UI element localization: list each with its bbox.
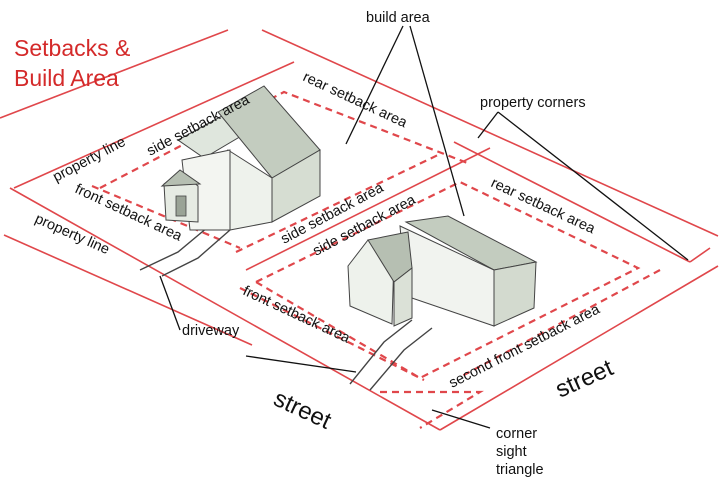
driveway-left-edge-1 bbox=[139, 221, 215, 271]
property-corners-leader-1 bbox=[477, 111, 499, 139]
corner-sight-label-1: corner bbox=[496, 426, 537, 442]
rear-corner-line bbox=[453, 141, 691, 263]
build-area-leader-left bbox=[345, 25, 404, 145]
property-corners-label: property corners bbox=[480, 95, 586, 111]
build-area-label: build area bbox=[366, 10, 431, 26]
rear-setback-left-label: rear setback area bbox=[300, 69, 410, 132]
title-line-2: Build Area bbox=[14, 65, 119, 91]
driveway-right-edge-1 bbox=[349, 319, 413, 385]
top-property-line-extension bbox=[0, 29, 229, 119]
corner-sight-leader bbox=[431, 409, 491, 429]
driveway-label: driveway bbox=[182, 323, 240, 339]
driveway-left-edge-2 bbox=[161, 229, 231, 277]
right-street-edge bbox=[439, 265, 719, 431]
property-corners-leader-2 bbox=[497, 111, 689, 261]
right-corner-tick bbox=[689, 247, 711, 263]
front-property-line bbox=[9, 187, 441, 431]
driveway-right-edge-2 bbox=[369, 327, 433, 391]
left-lot-back-line bbox=[13, 61, 295, 189]
corner-sight-label-2: sight bbox=[496, 444, 527, 460]
house-icon bbox=[347, 215, 538, 327]
rear-property-line bbox=[261, 29, 719, 237]
title-line-1: Setbacks & bbox=[14, 35, 130, 61]
left-lot-front-setback bbox=[91, 184, 241, 250]
street-left-label: street bbox=[269, 385, 335, 435]
driveway-leader-right bbox=[245, 355, 357, 373]
driveways bbox=[139, 221, 433, 391]
build-area-leader-right bbox=[409, 25, 465, 217]
property-line-top-label: property line bbox=[50, 134, 128, 186]
street-right-label: street bbox=[551, 354, 617, 403]
driveway-leader-left bbox=[159, 275, 181, 331]
property-line-left-label: property line bbox=[32, 211, 111, 258]
left-street-edge bbox=[3, 234, 253, 346]
front-setback-right-label: front setback area bbox=[240, 283, 353, 347]
setback-lines bbox=[91, 90, 661, 429]
corner-sight-triangle bbox=[380, 390, 484, 429]
left-lot-side-setback bbox=[235, 153, 441, 253]
leader-lines bbox=[159, 25, 689, 429]
lot-dividing-line bbox=[245, 147, 491, 271]
left-lot-setback-back bbox=[99, 90, 471, 189]
second-front-setback-line bbox=[461, 269, 661, 377]
house-icon bbox=[160, 85, 321, 231]
right-lot-build-area bbox=[255, 180, 641, 380]
property-lines bbox=[0, 29, 719, 431]
right-lot-front-setback bbox=[239, 287, 425, 381]
corner-sight-label-3: triangle bbox=[496, 462, 544, 478]
